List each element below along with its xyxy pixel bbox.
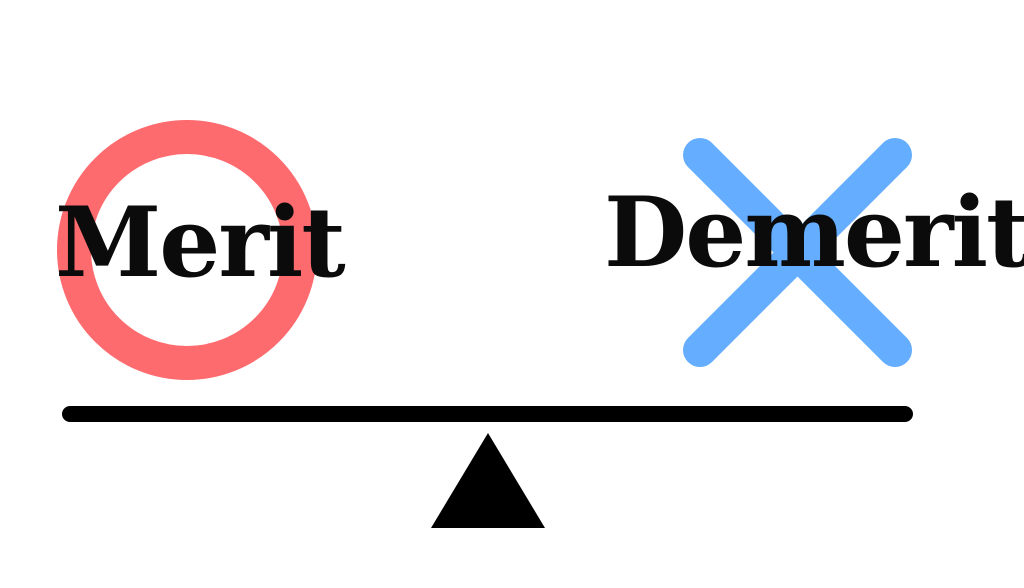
cross-icon (683, 138, 912, 367)
circle-icon (57, 120, 317, 380)
triangle-icon (431, 433, 545, 528)
merit-label: Merit (55, 186, 346, 299)
demerit-label: Demerit (604, 176, 1024, 289)
cross-stroke-2 (683, 138, 912, 367)
